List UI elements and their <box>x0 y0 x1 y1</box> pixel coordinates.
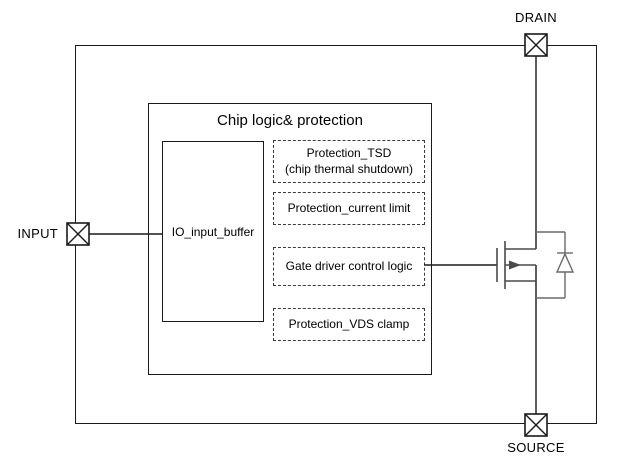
protection-vds-clamp-block: Protection_VDS clamp <box>273 308 425 341</box>
chip-logic-title: Chip logic& protection <box>217 112 363 129</box>
protection-vds-clamp-label: Protection_VDS clamp <box>288 316 410 331</box>
source-pad-label: SOURCE <box>507 440 565 455</box>
protection-current-limit-label: Protection_current limit <box>287 200 411 215</box>
io-input-buffer-block: IO_input_buffer <box>162 141 264 322</box>
io-input-buffer-label: IO_input_buffer <box>171 224 255 239</box>
gate-driver-control-logic-label: Gate driver control logic <box>285 258 413 273</box>
protection-tsd-label-line2: (chip thermal shutdown) <box>284 161 414 176</box>
input-pad-label: INPUT <box>17 226 58 241</box>
gate-driver-control-logic-block: Gate driver control logic <box>273 247 425 286</box>
protection-tsd-label-line1: Protection_TSD <box>306 145 392 160</box>
protection-tsd-block: Protection_TSD (chip thermal shutdown) <box>273 140 425 183</box>
chip-logic-protection-block: Chip logic& protection IO_input_buffer P… <box>148 103 432 375</box>
drain-pad-label: DRAIN <box>515 10 557 25</box>
protection-current-limit-block: Protection_current limit <box>273 192 425 225</box>
